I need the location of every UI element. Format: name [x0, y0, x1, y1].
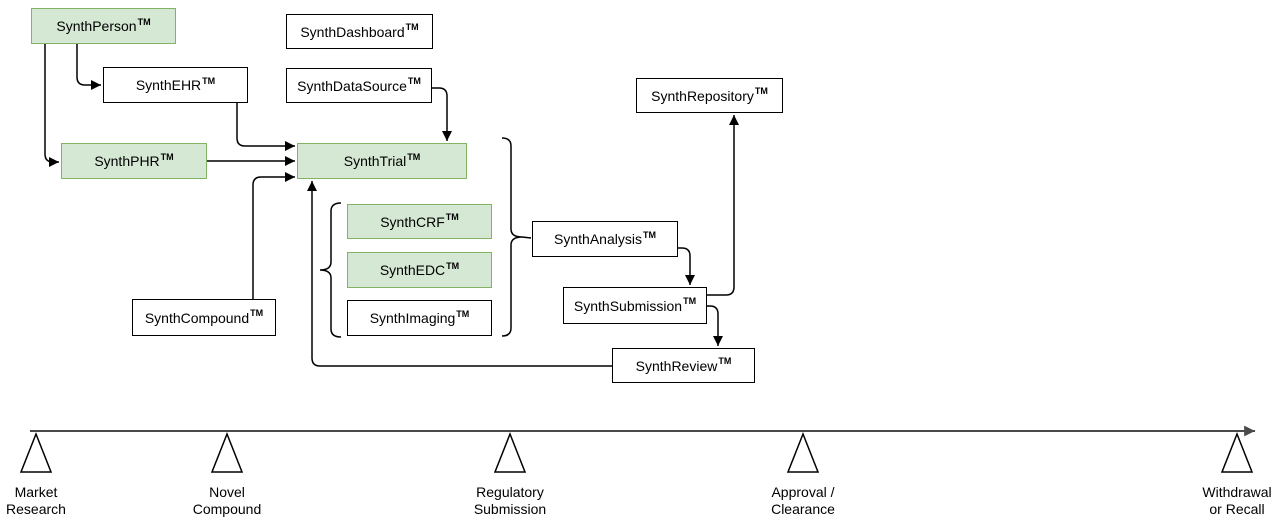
- tm-superscript: TM: [160, 151, 174, 162]
- tm-superscript: TM: [407, 76, 421, 86]
- edge-synthsubmission-synthreview: [707, 305, 723, 346]
- tm-superscript: TM: [754, 86, 768, 96]
- tm-superscript: TM: [445, 212, 459, 222]
- milestone-triangle-approval-clearance: [786, 431, 820, 473]
- tm-superscript: TM: [202, 75, 216, 86]
- tm-superscript: TM: [405, 22, 419, 32]
- tm-superscript: TM: [446, 260, 460, 271]
- tm-superscript: TM: [137, 16, 151, 27]
- edge-synthanalysis-synthsubmission: [678, 247, 695, 285]
- edge-synthsubmission-synthrepository: [707, 115, 739, 296]
- brace-left-crf-edc-imaging: [319, 202, 342, 338]
- milestone-triangle-market-research: [19, 431, 53, 473]
- milestone-triangle-regulatory-submission: [493, 431, 527, 473]
- tm-superscript: TM: [683, 296, 697, 306]
- milestone-triangle-withdrawal-recall: [1220, 431, 1254, 473]
- milestone-label-approval-clearance: Approval /Clearance: [771, 484, 835, 517]
- tm-superscript: TM: [250, 308, 264, 318]
- tm-superscript: TM: [642, 229, 656, 240]
- tm-superscript: TM: [407, 151, 421, 162]
- brace-right-connector: [521, 236, 532, 239]
- milestone-triangle-novel-compound: [210, 431, 244, 473]
- edge-synthreview-synthtrial: [307, 181, 612, 367]
- tm-superscript: TM: [456, 308, 470, 319]
- edge-synthperson-synthehr: [76, 44, 101, 90]
- edge-synthperson-synthphr: [44, 44, 59, 167]
- edge-synthdatasource-synthtrial: [432, 87, 452, 141]
- brace-right-trial-group: [501, 137, 523, 337]
- edge-synthcompound-synthtrial: [252, 172, 295, 299]
- edge-synthehr-synthtrial: [236, 103, 295, 151]
- tm-superscript: TM: [718, 356, 732, 366]
